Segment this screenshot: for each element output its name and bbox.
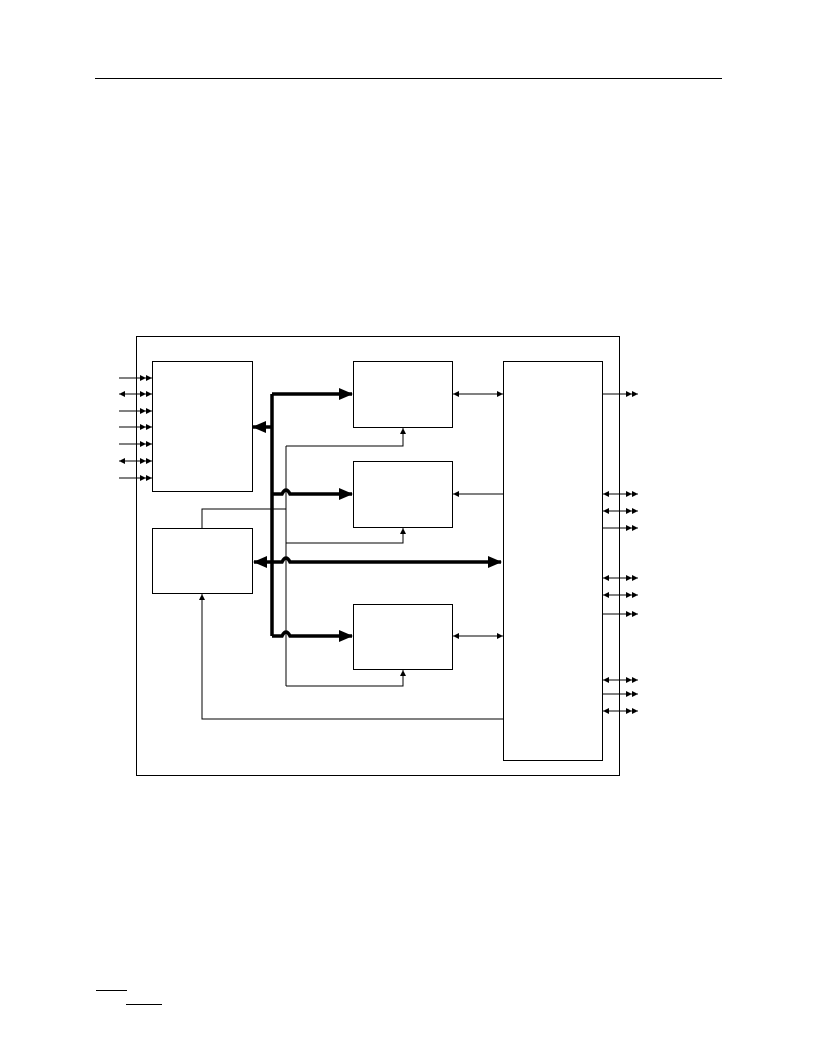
left-top-block <box>152 361 253 492</box>
middle-bottom-block <box>353 604 453 670</box>
left-bottom-block <box>152 528 253 594</box>
chip-boundary <box>136 336 620 776</box>
footnote-rule-secondary <box>126 1004 162 1005</box>
header-rule <box>95 78 722 79</box>
middle-center-block <box>353 461 453 528</box>
input-pins <box>119 375 152 481</box>
middle-top-block <box>353 361 453 428</box>
footnote-rule <box>96 990 127 991</box>
output-pins <box>603 391 638 714</box>
right-tall-block <box>503 361 603 761</box>
thin-links <box>453 391 503 639</box>
internal-bus <box>252 388 502 642</box>
